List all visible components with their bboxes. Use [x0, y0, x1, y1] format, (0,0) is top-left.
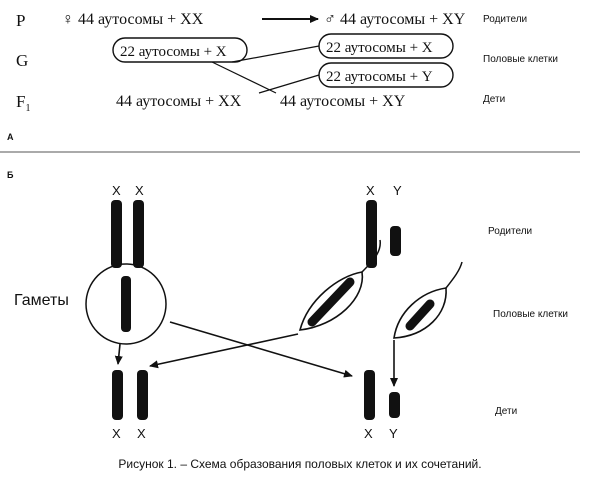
side-label-children-b: Дети [495, 406, 517, 417]
sperm-cell-y [393, 261, 463, 339]
egg-chromosome-x [121, 276, 131, 332]
parent-female-genotype: ♀ 44 аутосомы + XX [62, 11, 204, 28]
side-label-gametes: Половые клетки [483, 54, 558, 65]
parent-left-label-1: X [112, 183, 121, 198]
arrow-egg-to-daughter [114, 343, 123, 365]
offspring-male-genotype: 44 аутосомы + XY [280, 93, 406, 110]
cross-line-1 [211, 61, 277, 94]
row-label-g: G [16, 51, 28, 70]
cross-line-2 [231, 45, 320, 63]
arrow-egg-to-son [169, 321, 353, 378]
daughter-chromosome-x-1 [112, 370, 123, 420]
father-chromosome-y [390, 226, 401, 256]
father-chromosome-x [366, 200, 377, 268]
section-b: Б X X X Y Гаметы [7, 170, 568, 441]
cross-line-3 [258, 74, 320, 94]
side-label-parents: Родители [483, 14, 527, 25]
child-right-label-x: X [364, 426, 373, 441]
panel-letter-b: Б [7, 170, 14, 180]
mother-chromosome-x-1 [111, 200, 122, 268]
sperm-cell-x [298, 239, 381, 331]
parent-male-genotype: ♂ 44 аутосомы + XY [324, 11, 466, 28]
section-a: P G F1 ♀ 44 аутосомы + XX ♂ 44 аутосомы … [7, 11, 558, 142]
side-label-children: Дети [483, 94, 505, 105]
sperm-chromosome-x [307, 277, 355, 327]
parent-right-label-x: X [366, 183, 375, 198]
child-right-label-y: Y [389, 426, 398, 441]
side-label-gametes-b: Половые клетки [493, 309, 568, 320]
gamete-female-box [112, 37, 248, 63]
daughter-chromosome-x-2 [137, 370, 148, 420]
gamete-male-x-genotype: 22 аутосомы + X [326, 40, 433, 56]
son-chromosome-y [389, 392, 400, 418]
side-label-parents-b: Родители [488, 226, 532, 237]
child-left-label-2: X [137, 426, 146, 441]
arrow-sperm-x-to-daughter [149, 333, 299, 369]
parent-right-label-y: Y [393, 183, 402, 198]
gamete-male-y-genotype: 22 аутосомы + Y [326, 69, 433, 85]
row-label-p: P [16, 11, 25, 30]
offspring-female-genotype: 44 аутосомы + XX [116, 93, 242, 110]
child-left-label-1: X [112, 426, 121, 441]
panel-letter-a: А [7, 132, 14, 142]
son-chromosome-x [364, 370, 375, 420]
figure-caption: Рисунок 1. – Схема образования половых к… [118, 457, 481, 471]
sperm-chromosome-y [405, 299, 435, 331]
egg-cell [85, 263, 167, 345]
parent-left-label-2: X [135, 183, 144, 198]
gametes-label: Гаметы [14, 292, 69, 309]
mother-chromosome-x-2 [133, 200, 144, 268]
row-label-f: F1 [16, 92, 30, 114]
gamete-female-genotype: 22 аутосомы + X [120, 44, 227, 60]
